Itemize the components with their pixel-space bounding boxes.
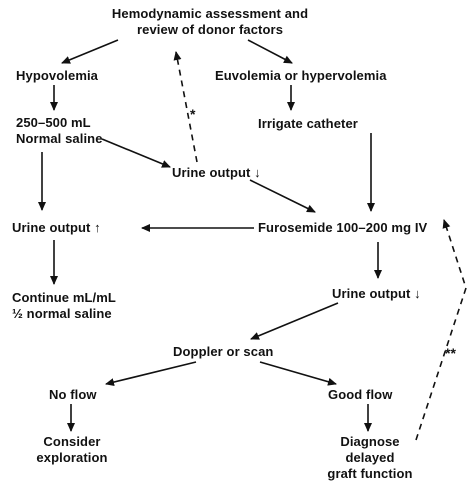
node-no-flow: No flow — [49, 387, 97, 402]
node-diagnose-line-3: graft function — [327, 466, 413, 481]
node-furosemide: Furosemide 100–200 mg IV — [258, 220, 428, 235]
node-urine-up: Urine output ↑ — [12, 220, 101, 235]
node-saline-line-2: Normal saline — [16, 131, 103, 146]
arrow-saline-to-urine-down — [101, 138, 171, 168]
dashed-arrow-diagnose-to-furosemide — [415, 219, 467, 441]
node-saline: 250–500 mL Normal saline — [16, 115, 103, 147]
node-diagnose-line-2: delayed — [345, 450, 395, 465]
node-assessment-line-1: Hemodynamic assessment and — [111, 6, 309, 21]
node-continue: Continue mL/mL ½ normal saline — [12, 290, 116, 322]
arrow-doppler-to-no-flow — [105, 361, 197, 386]
arrow-doppler-to-good-flow — [259, 361, 337, 386]
node-urine-down-1: Urine output ↓ — [172, 165, 261, 180]
arrow-assessment-to-euvolemia — [247, 39, 293, 64]
node-continue-line-1: Continue mL/mL — [12, 290, 116, 305]
arrow-urine-down-to-doppler — [250, 302, 339, 340]
node-consider-line-1: Consider — [43, 434, 101, 449]
node-euvolemia: Euvolemia or hypervolemia — [215, 68, 387, 83]
single-star-annotation: * — [190, 106, 196, 122]
node-hypovolemia: Hypovolemia — [16, 68, 99, 83]
dashed-arrow-urine-down-to-assessment — [173, 51, 198, 163]
node-consider-line-2: exploration — [36, 450, 108, 465]
node-doppler: Doppler or scan — [173, 344, 274, 359]
node-continue-line-2: ½ normal saline — [12, 306, 112, 321]
node-good-flow: Good flow — [328, 387, 393, 402]
arrow-urine-down-to-furosemide — [249, 179, 316, 213]
node-assessment-line-2: review of donor factors — [136, 22, 284, 37]
node-irrigate: Irrigate catheter — [258, 116, 358, 131]
double-star-annotation: ** — [445, 345, 456, 361]
node-diagnose: Diagnose delayed graft function — [318, 434, 422, 482]
node-saline-line-1: 250–500 mL — [16, 115, 91, 130]
node-assessment: Hemodynamic assessment and review of don… — [110, 6, 310, 38]
node-urine-down-2: Urine output ↓ — [332, 286, 421, 301]
arrow-assessment-to-hypovolemia — [61, 39, 119, 64]
node-consider: Consider exploration — [28, 434, 116, 466]
node-diagnose-line-1: Diagnose — [340, 434, 400, 449]
